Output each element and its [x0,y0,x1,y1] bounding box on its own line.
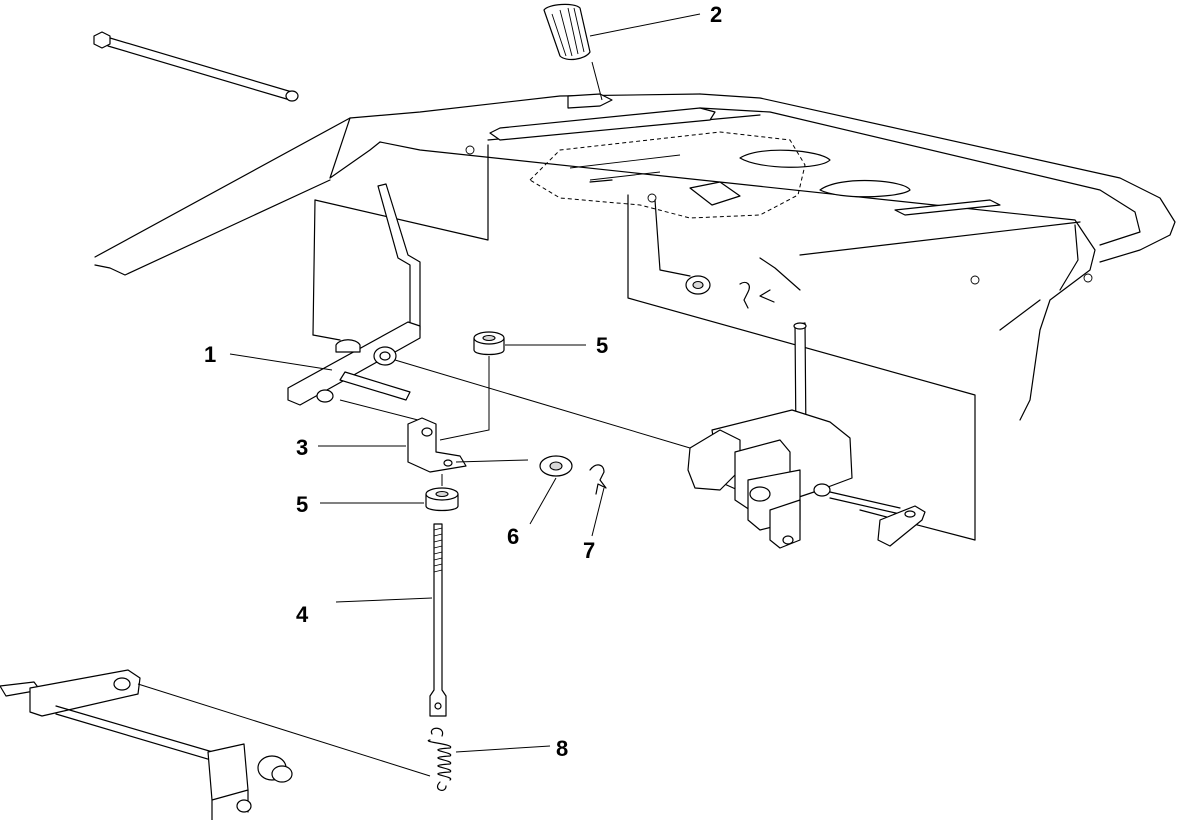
part-7-cotter-pin [589,464,607,537]
callout-8: 8 [556,736,568,761]
part-8-spring [427,727,551,791]
part-1-shift-lever [229,183,691,449]
callout-5-upper: 5 [596,333,608,358]
callout-4: 4 [296,602,309,627]
top-rod [93,31,299,102]
callout-5-lower: 5 [296,492,308,517]
callout-1: 1 [204,342,216,367]
part-2-knob [543,3,701,101]
callout-7: 7 [583,538,595,563]
part-4-rod [335,523,447,717]
callout-2: 2 [710,2,722,27]
callout-3: 3 [296,435,308,460]
part-6-washer [529,455,573,525]
part-5-spacer-upper [439,331,586,441]
panel-hardware [654,199,775,309]
mower-frame [94,93,1176,421]
lower-left-linkage [0,669,431,820]
part-5-spacer-lower [320,474,459,512]
shift-gate-assembly [687,322,926,549]
callout-6: 6 [507,524,519,549]
part-3-bracket [318,417,529,473]
